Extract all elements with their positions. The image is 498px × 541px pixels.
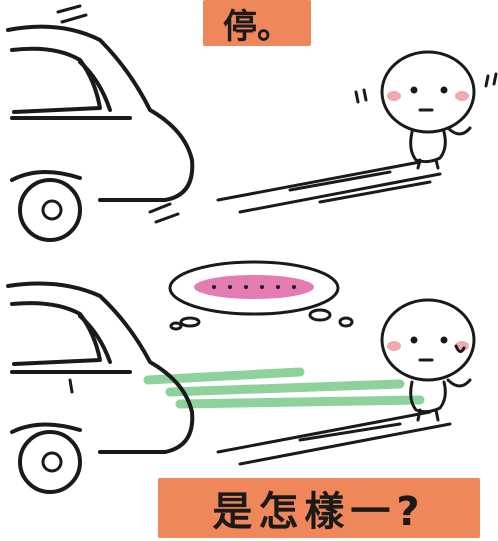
thought-bubble-icon xyxy=(168,260,354,331)
motion-lines-icon xyxy=(56,4,180,224)
road-lines-icon xyxy=(216,410,452,466)
caption-box-bottom: 是怎樣一? xyxy=(158,478,480,538)
car-icon xyxy=(6,281,195,494)
character-icon xyxy=(380,298,476,422)
caption-text-top: 停。 xyxy=(223,6,291,47)
caption-text-bottom: 是怎樣一? xyxy=(212,489,426,535)
panel-2 xyxy=(6,260,476,494)
character-icon xyxy=(354,50,498,170)
caption-box-top: 停。 xyxy=(203,0,311,47)
road-lines-icon xyxy=(216,160,442,214)
car-icon xyxy=(6,24,195,242)
panel-1 xyxy=(6,4,498,242)
